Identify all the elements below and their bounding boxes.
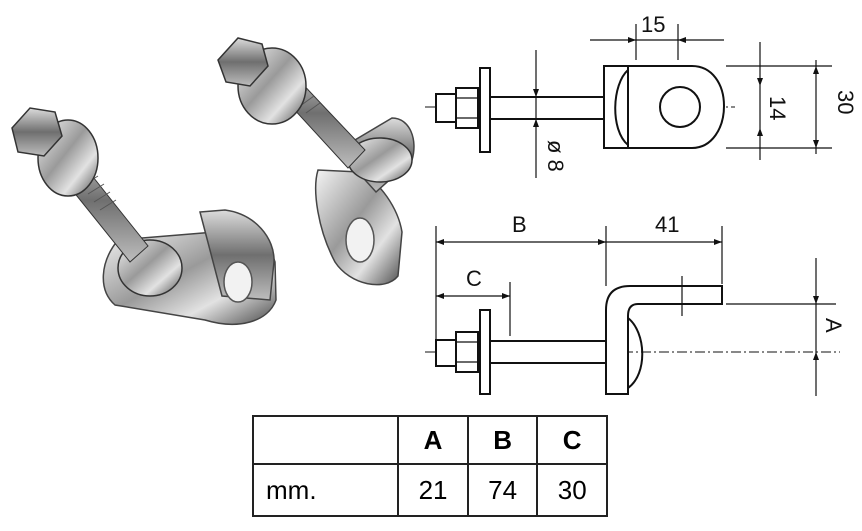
table-header-cell: A — [397, 415, 469, 465]
dim-C-label: C — [466, 266, 482, 291]
dim-B-label: B — [512, 212, 527, 237]
top-view-drawing: 15 30 14 ø 8 — [425, 12, 858, 178]
table-row: mm. 21 74 30 — [251, 463, 608, 517]
dim-15-label: 15 — [641, 12, 665, 37]
value-cell-C: 30 — [536, 463, 608, 517]
table-header-row: A B C — [251, 415, 608, 465]
product-photo-right — [217, 37, 415, 286]
product-photo-left — [11, 107, 277, 325]
dim-diameter-label: ø 8 — [543, 140, 568, 172]
dim-30-label: 30 — [833, 90, 858, 114]
table-header-cell: B — [466, 415, 539, 465]
dim-41-label: 41 — [655, 212, 679, 237]
dim-A-label: A — [821, 318, 846, 333]
dim-14-label: 14 — [765, 96, 790, 120]
side-view-drawing: B 41 C A — [425, 212, 846, 396]
dimension-table: A B C mm. 21 74 30 — [251, 415, 608, 517]
unit-cell: mm. — [251, 463, 400, 517]
value-cell-B: 74 — [466, 463, 539, 517]
value-cell-A: 21 — [397, 463, 469, 517]
table-header-cell: C — [536, 415, 608, 465]
table-header-cell — [251, 415, 400, 465]
